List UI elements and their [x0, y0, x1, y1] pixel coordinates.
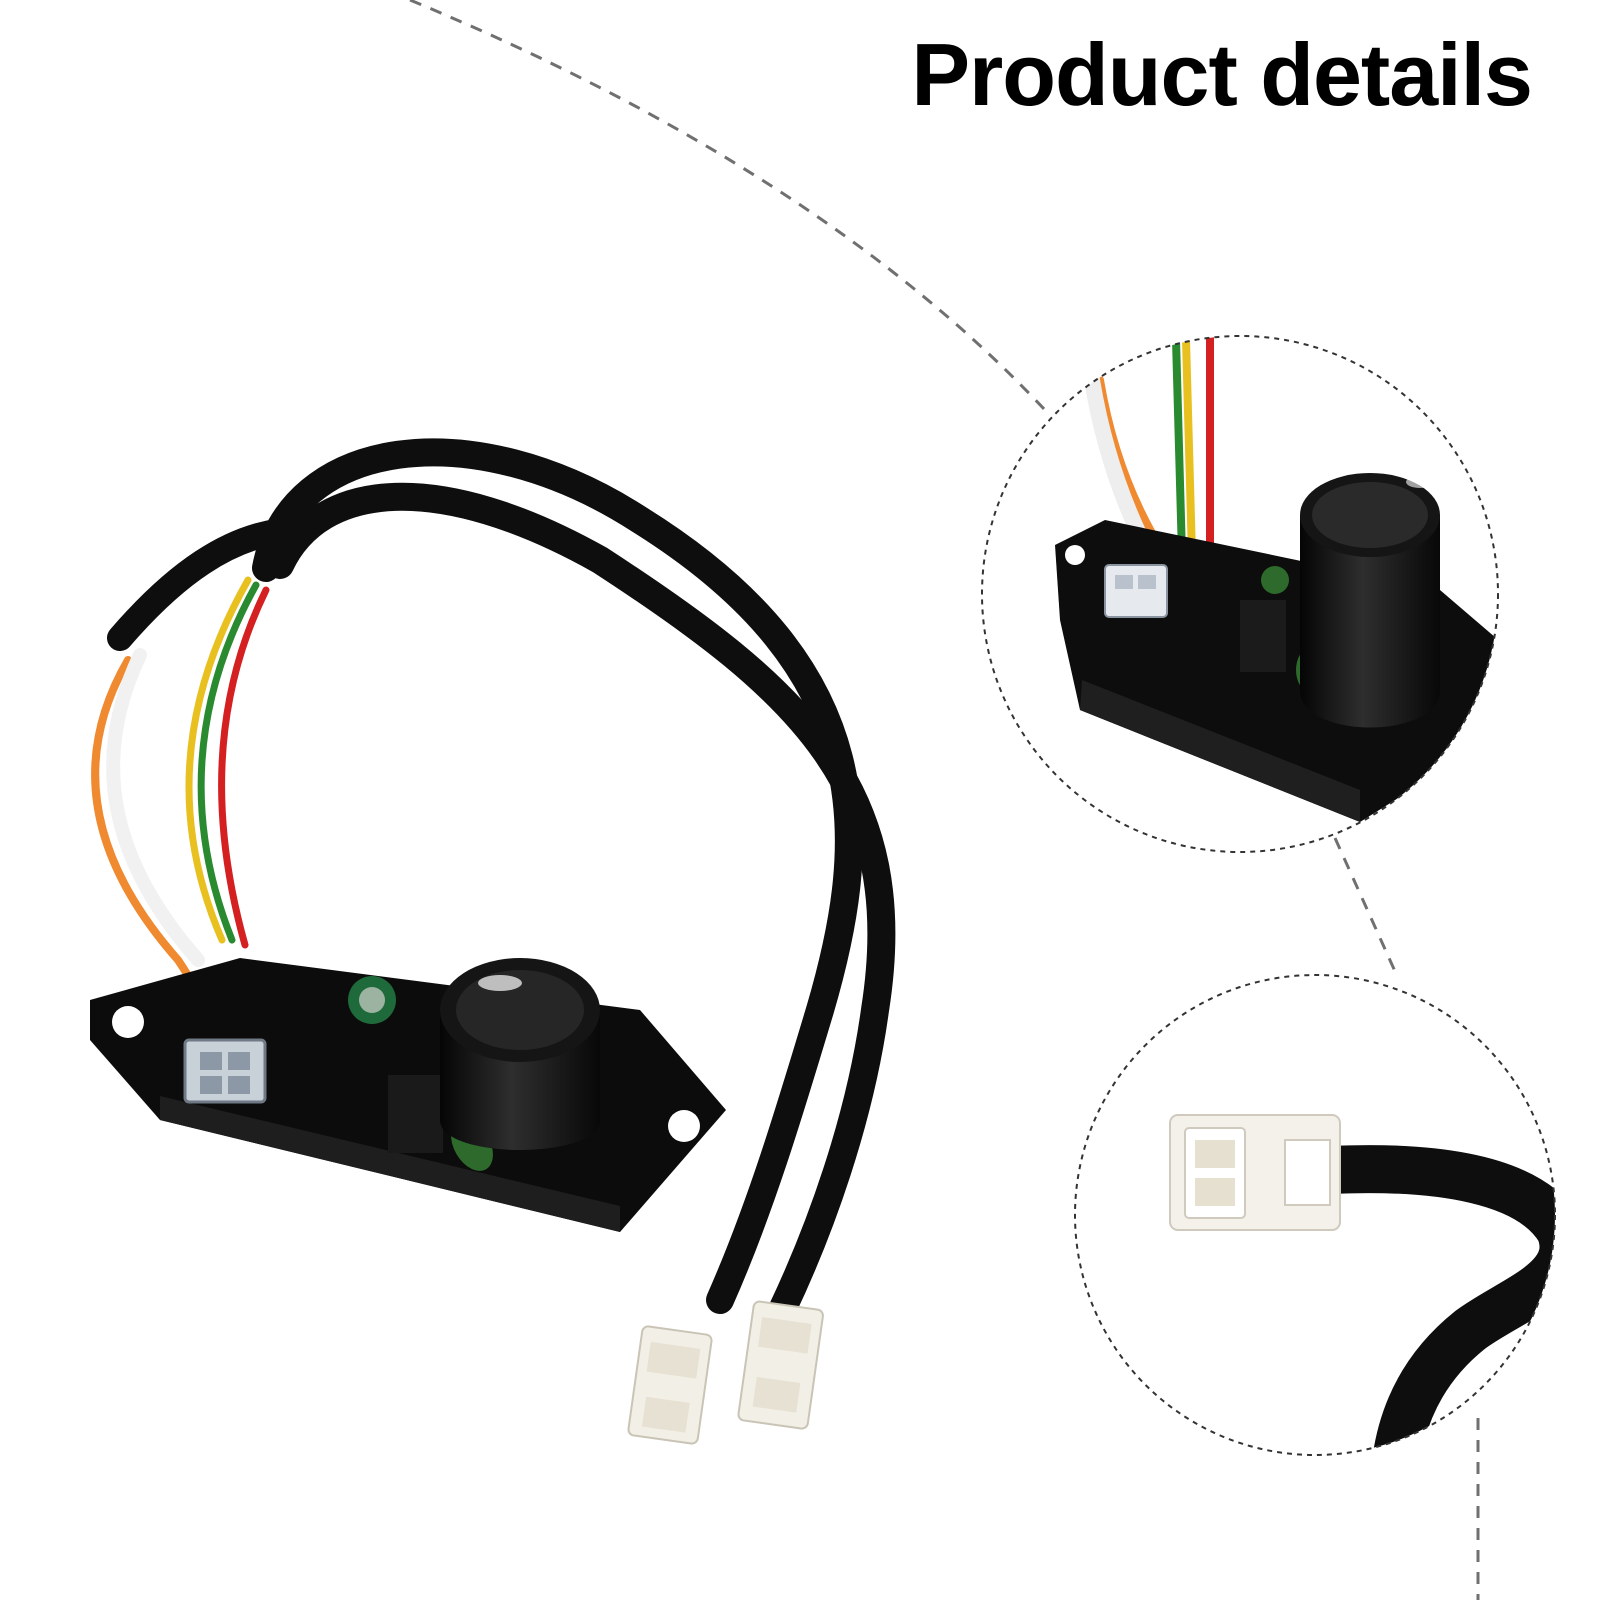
page-title: Product details [911, 25, 1533, 124]
detail-circle-connector [1074, 974, 1556, 1456]
black-cables [107, 438, 896, 1324]
main-product-photo [90, 438, 896, 1445]
white-plug-connectors [627, 1300, 824, 1445]
dashed-guide-lines [409, 0, 1480, 1600]
regulator-body [90, 958, 726, 1232]
detail-circle-regulator [981, 335, 1499, 853]
